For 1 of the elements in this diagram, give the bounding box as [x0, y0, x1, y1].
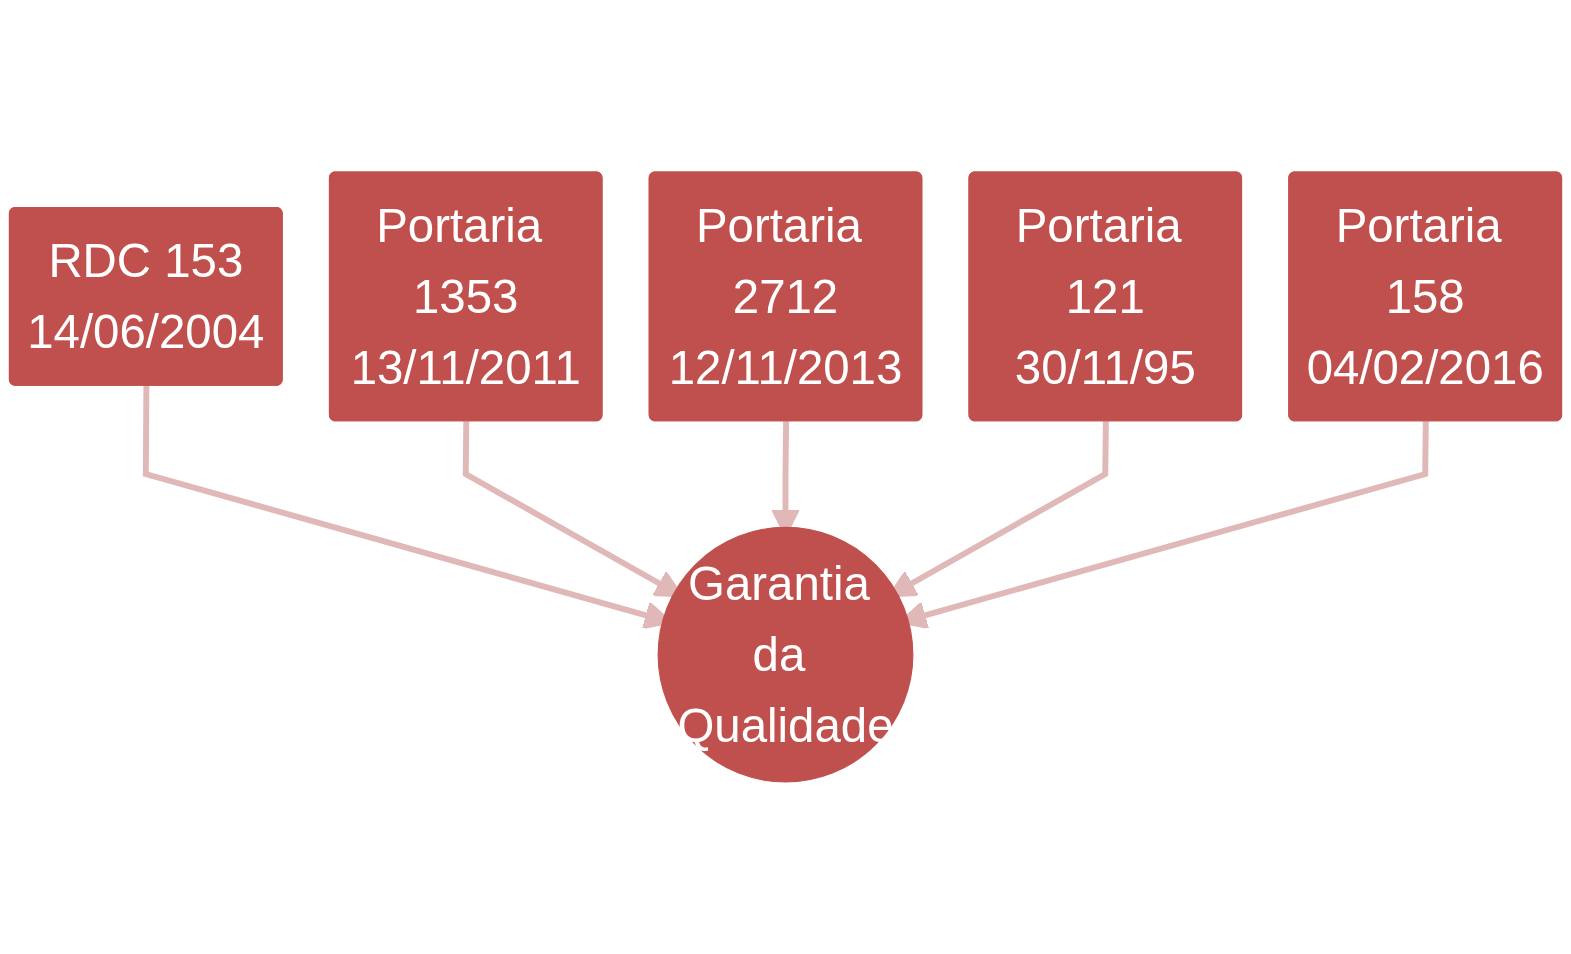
- node-circle: Garantia da Qualidade: [657, 526, 914, 783]
